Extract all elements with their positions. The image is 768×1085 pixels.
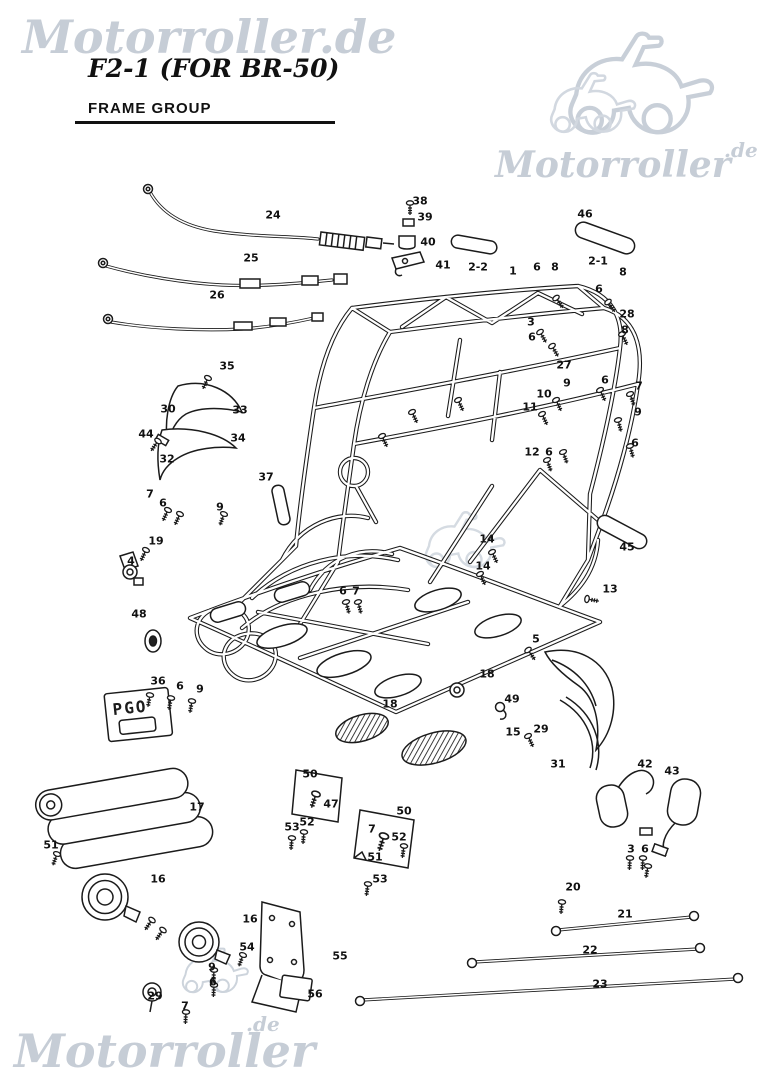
screw-icon	[159, 505, 173, 524]
screw-icon	[353, 598, 366, 616]
screw-icon	[583, 594, 601, 606]
screw-icon	[341, 598, 354, 616]
screw-icon	[298, 828, 309, 845]
screw-icon	[209, 966, 219, 983]
watermark-brand-bottom: Motorroller	[14, 1024, 316, 1078]
license-plate: PGO	[103, 686, 174, 743]
fender	[543, 649, 615, 771]
seat-pads	[335, 682, 507, 766]
windshield-blades	[154, 382, 244, 481]
scooter-icon	[549, 71, 637, 134]
screw-icon	[234, 951, 248, 969]
screw-icon	[171, 509, 185, 528]
watermark-scooter-icons	[181, 34, 712, 994]
mirrors	[595, 769, 702, 858]
screw-icon	[362, 880, 373, 898]
screw-icon	[407, 407, 421, 426]
watermark-tld-mid: .de	[724, 138, 758, 162]
screw-icon	[542, 456, 556, 474]
screw-icon	[625, 854, 635, 871]
screw-icon	[556, 898, 567, 915]
screw-icon	[641, 862, 653, 880]
scooter-icon	[424, 511, 506, 569]
watermark-brand-mid: Motorroller	[495, 144, 731, 186]
screw-icon	[558, 448, 572, 466]
mounting-bracket	[250, 901, 313, 1013]
screw-icon	[181, 1008, 191, 1025]
frame-tubes	[190, 286, 640, 712]
hardware-boxes	[291, 769, 415, 869]
fasteners	[48, 200, 653, 1025]
clamp-parts	[391, 218, 426, 277]
page-subtitle: FRAME GROUP	[88, 100, 212, 117]
license-plate-text: PGO	[112, 697, 149, 720]
screw-icon	[137, 545, 151, 564]
screw-icon	[547, 341, 562, 359]
headlights	[81, 873, 232, 1013]
watermark-tld-bottom: .de	[246, 1012, 280, 1036]
screw-icon	[152, 925, 168, 943]
left-mounts	[119, 551, 162, 653]
scooter-icon	[570, 34, 712, 133]
screw-icon	[625, 442, 638, 460]
screw-icon	[535, 327, 550, 345]
watermark-brand-top: Motorroller.de	[22, 10, 397, 64]
screw-icon	[523, 731, 537, 750]
screw-icon	[537, 409, 551, 428]
screw-icon	[453, 395, 467, 414]
rolled-panel	[34, 767, 214, 870]
tie-rod-ends	[354, 910, 744, 1007]
screw-icon	[185, 697, 197, 715]
page-title: F2-1 (FOR BR-50)	[88, 54, 340, 83]
screw-icon	[286, 834, 297, 851]
screw-icon	[613, 416, 626, 434]
grips	[271, 221, 648, 550]
screw-icon	[215, 510, 229, 528]
screw-icon	[405, 200, 415, 216]
throttle-cable-fittings	[97, 183, 395, 331]
screw-icon	[141, 915, 157, 933]
small-parts: PGO	[34, 183, 744, 1013]
floor-cutouts	[209, 581, 522, 699]
screw-icon	[48, 850, 62, 868]
title-underline	[75, 121, 335, 124]
